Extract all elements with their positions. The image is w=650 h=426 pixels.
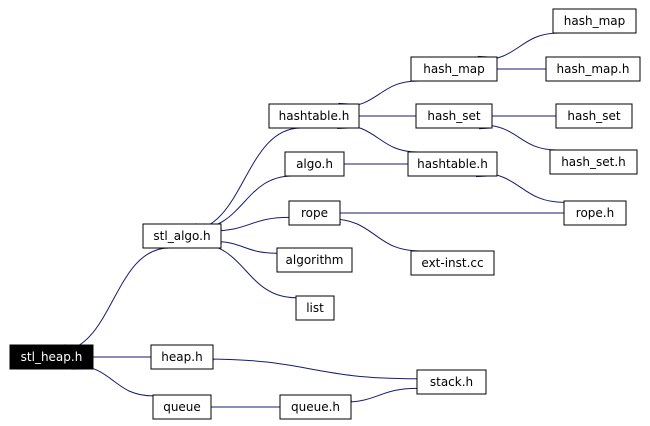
node-list-label: list [306, 301, 324, 315]
edge-stl_algo-to-stl_heap [57, 247, 170, 353]
node-queue-h[interactable]: queue.h [279, 394, 352, 420]
node-hashtable-h2[interactable]: hashtable.h [407, 151, 498, 177]
node-rope-h-label: rope.h [576, 206, 614, 220]
node-algo-h[interactable]: algo.h [284, 151, 345, 177]
node-stl-heap[interactable]: stl_heap.h [9, 344, 94, 370]
node-algorithm-box [276, 247, 353, 273]
edge-stack_h-to-heap [203, 358, 418, 380]
edge-hashtable_h2-to-hashtable [339, 124, 418, 153]
node-hashtable-h2-label: hashtable.h [417, 157, 488, 171]
node-hash-set-leaf-box [555, 103, 633, 129]
node-algorithm-label: algorithm [286, 253, 344, 267]
node-hash-map-box [410, 56, 498, 82]
edge-stack_h-to-queue_h [341, 387, 418, 403]
node-hash-map-h[interactable]: hash_map.h [545, 56, 641, 82]
node-stl-heap-label: stl_heap.h [21, 350, 83, 364]
node-stl-algo[interactable]: stl_algo.h [142, 223, 222, 249]
node-hash-map[interactable]: hash_map [410, 56, 498, 82]
node-hash-map-h-box [545, 56, 641, 82]
node-algo-h-label: algo.h [296, 157, 333, 171]
node-hash-set-leaf[interactable]: hash_set [555, 103, 633, 129]
edge-hash_map_leaf-to-hash_map [479, 32, 560, 61]
node-hash-set-h-label: hash_set.h [561, 155, 626, 169]
node-hashtable[interactable]: hashtable.h [268, 103, 360, 129]
node-stl-algo-label: stl_algo.h [153, 229, 210, 243]
node-hash-set-h[interactable]: hash_set.h [549, 149, 638, 175]
node-hash-map-leaf-box [552, 8, 637, 34]
node-stack-h[interactable]: stack.h [416, 369, 487, 395]
node-queue-h-box [279, 394, 352, 420]
node-hash-set-box [415, 103, 493, 129]
edge-hash_map-to-hashtable [340, 80, 419, 108]
node-hash-set[interactable]: hash_set [415, 103, 493, 129]
node-hash-map-label: hash_map [423, 62, 484, 76]
node-rope-h-box [563, 200, 627, 226]
edge-algo_h-to-stl_algo [195, 175, 293, 230]
edge-rope_h-to-hashtable_h2 [477, 172, 565, 203]
node-hash-map-leaf-label: hash_map [564, 14, 625, 28]
node-ext-inst[interactable]: ext-inst.cc [410, 250, 495, 276]
node-stl-algo-box [142, 223, 222, 249]
node-hash-set-label: hash_set [427, 109, 480, 123]
node-queue-h-label: queue.h [291, 400, 340, 414]
edge-rope-to-stl_algo [211, 216, 290, 232]
node-algo-h-box [284, 151, 345, 177]
node-hash-map-h-label: hash_map.h [557, 62, 630, 76]
node-hashtable-box [268, 103, 360, 129]
node-rope-box [288, 200, 341, 226]
node-hash-set-h-box [549, 149, 638, 175]
node-list[interactable]: list [295, 295, 335, 321]
node-hashtable-h2-box [407, 151, 498, 177]
node-algorithm[interactable]: algorithm [276, 247, 353, 273]
node-queue-label: queue [163, 400, 201, 414]
node-stack-h-box [416, 369, 487, 395]
node-heap-label: heap.h [161, 350, 202, 364]
node-hashtable-label: hashtable.h [279, 109, 350, 123]
node-rope[interactable]: rope [288, 200, 341, 226]
node-rope-label: rope [301, 206, 328, 220]
edge-hashtable-to-stl_algo [187, 127, 301, 232]
node-queue[interactable]: queue [152, 394, 212, 420]
node-ext-inst-label: ext-inst.cc [421, 256, 483, 270]
edge-ext_inst-to-rope [330, 218, 420, 252]
edge-hash_set_h-to-hash_set [480, 124, 558, 151]
node-list-box [295, 295, 335, 321]
edge-queue-to-stl_heap [73, 364, 154, 397]
node-stack-h-label: stack.h [430, 375, 473, 389]
node-heap[interactable]: heap.h [150, 344, 214, 370]
node-queue-box [152, 394, 212, 420]
node-ext-inst-box [410, 250, 495, 276]
node-hash-set-leaf-label: hash_set [567, 109, 620, 123]
node-stl-heap-box [9, 344, 94, 370]
node-heap-box [150, 344, 214, 370]
node-rope-h[interactable]: rope.h [563, 200, 627, 226]
node-hash-map-leaf[interactable]: hash_map [552, 8, 637, 34]
